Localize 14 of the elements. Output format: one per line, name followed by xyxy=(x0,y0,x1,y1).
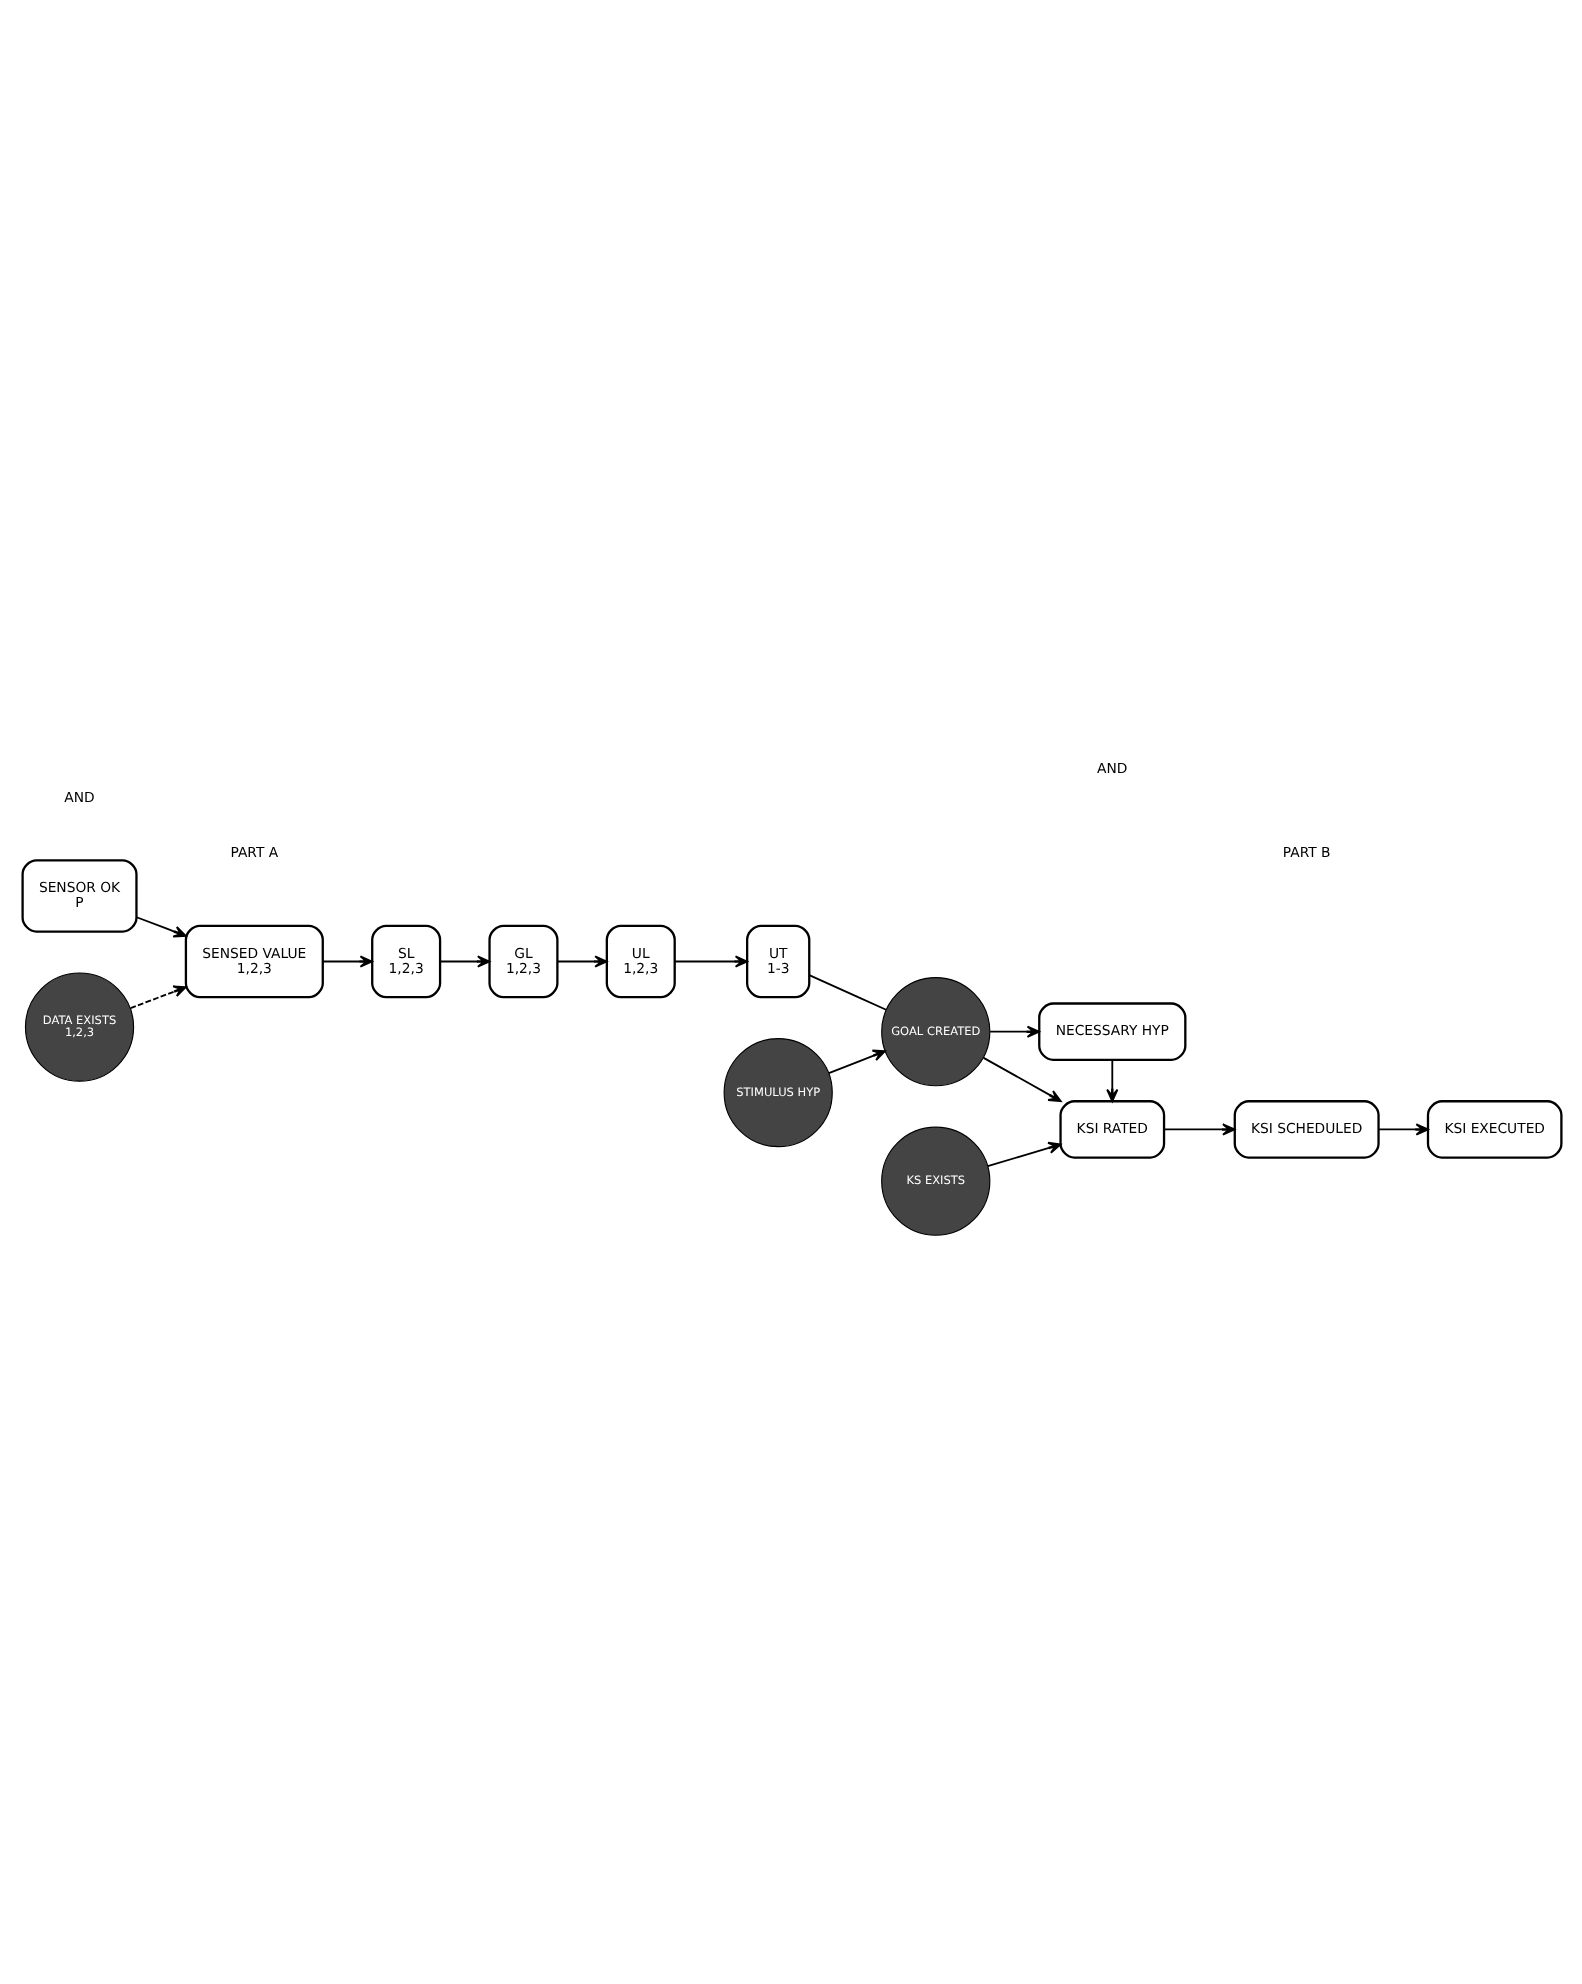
arrow xyxy=(134,916,186,938)
arrow xyxy=(981,1056,1061,1103)
arrow xyxy=(1162,1123,1235,1136)
arrow xyxy=(673,955,747,968)
arrow xyxy=(555,955,607,968)
arrow xyxy=(1376,1123,1428,1136)
arrow xyxy=(827,1049,885,1075)
connector xyxy=(807,974,887,1011)
arrow xyxy=(988,1025,1039,1038)
arrow xyxy=(128,985,186,1010)
arrow xyxy=(438,955,490,968)
arrow xyxy=(320,955,372,968)
arrow xyxy=(985,1141,1061,1167)
arrow xyxy=(1105,1059,1118,1103)
